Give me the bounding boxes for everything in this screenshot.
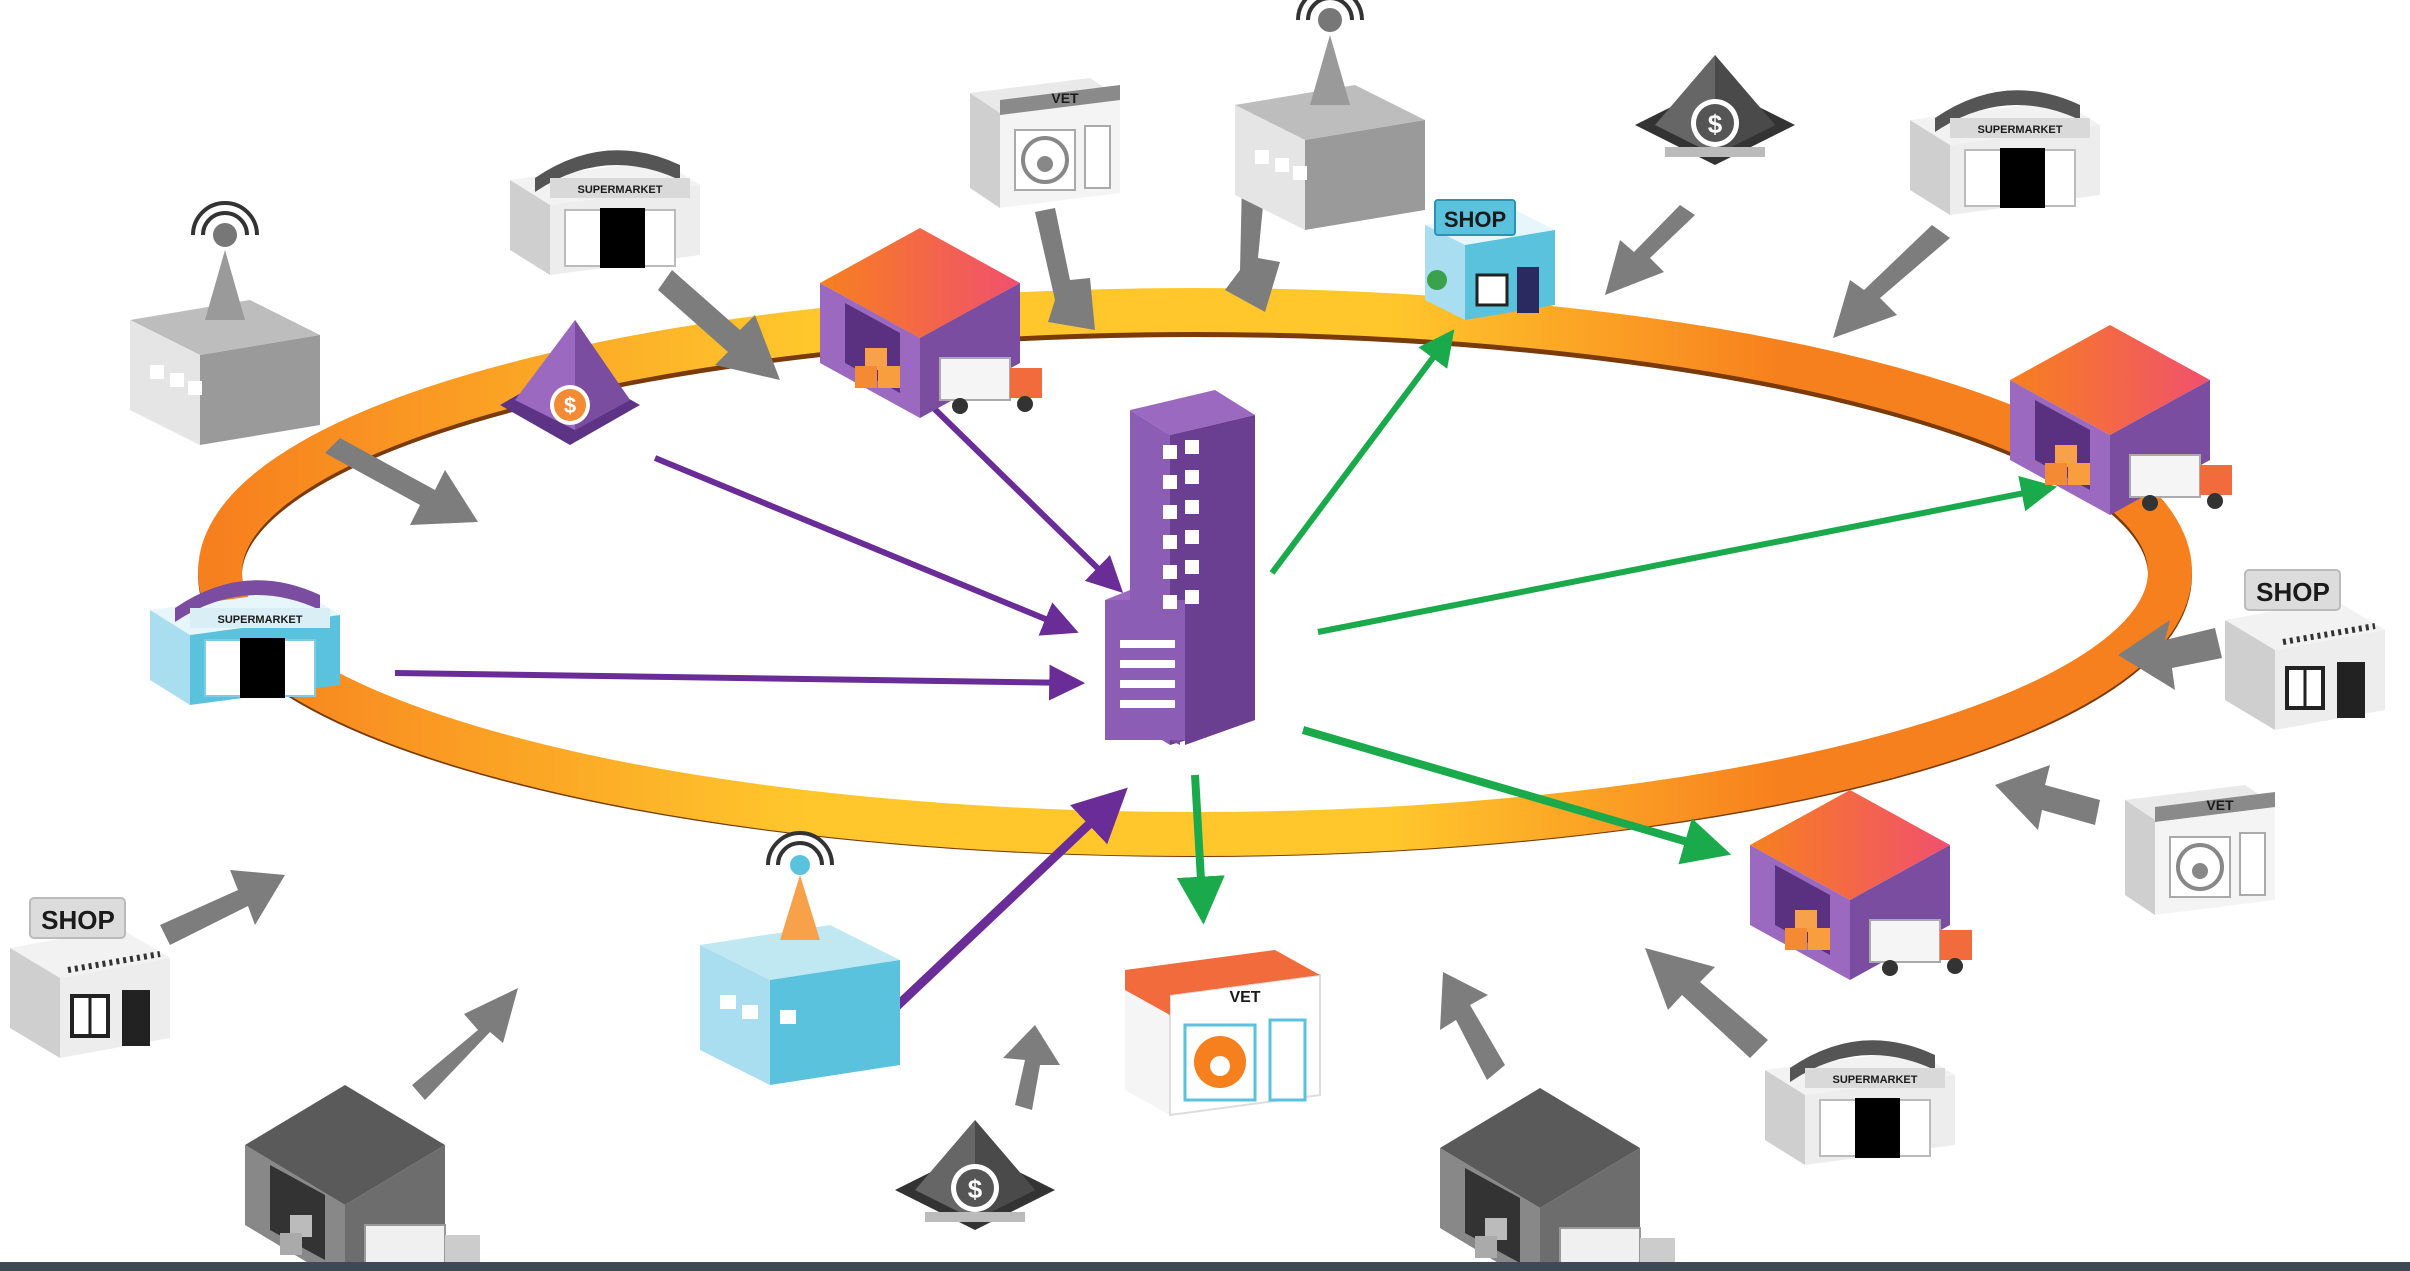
gray-arrow	[1605, 205, 1695, 295]
gray-arrow	[1645, 948, 1768, 1058]
gray-arrow	[160, 870, 285, 945]
bottom-bar	[0, 1262, 2410, 1271]
gray-arrow	[1035, 208, 1095, 330]
supermarket-icon	[1764, 1039, 1956, 1166]
arrow-hub-to-warehouse-right	[1317, 475, 2058, 635]
bank-icon	[1635, 55, 1795, 165]
arrow-antenna-to-hub	[891, 787, 1128, 1012]
arrow-supermarket-to-hub	[394, 664, 1086, 701]
warehouse-icon	[244, 1084, 481, 1271]
inbound-arrows	[394, 382, 1128, 1012]
gray-arrow	[2118, 620, 2222, 690]
gray-arrow	[325, 438, 478, 525]
vet-icon	[968, 76, 1122, 210]
supermarket-icon: SUPERMARKET	[150, 580, 340, 705]
gray-arrow	[1225, 182, 1280, 312]
arrow-bank-to-hub	[653, 455, 1079, 636]
gray-arrow	[412, 988, 518, 1100]
arrow-hub-to-shop	[1269, 329, 1455, 575]
gray-arrow	[1003, 1025, 1060, 1110]
shop-icon: SHOP	[1425, 199, 1555, 320]
warehouse-icon	[1439, 1087, 1676, 1271]
shop-icon	[2225, 570, 2385, 730]
outbound-arrows	[1176, 329, 2058, 925]
bank-icon: $	[500, 320, 640, 445]
arrow-hub-to-vet	[1176, 774, 1225, 925]
svg-text:VET: VET	[1229, 989, 1260, 1006]
bank-icon	[895, 1120, 1055, 1230]
arrow-warehouse-to-hub	[907, 382, 1124, 594]
gray-arrow	[1833, 225, 1950, 338]
outer-arrows	[160, 182, 2222, 1110]
supermarket-icon	[509, 149, 701, 276]
antenna-building-icon	[700, 831, 900, 1085]
svg-text:SUPERMARKET: SUPERMARKET	[218, 614, 303, 626]
svg-text:SHOP: SHOP	[1444, 207, 1506, 232]
shop-icon	[10, 898, 170, 1058]
vet-icon	[2123, 783, 2277, 917]
svg-text:$: $	[564, 393, 576, 418]
vet-icon: VET	[1125, 950, 1321, 1117]
supermarket-icon	[1909, 89, 2101, 216]
gray-arrow	[1995, 765, 2100, 830]
hub-office-tower	[1105, 390, 1255, 745]
gray-arrow	[1440, 972, 1505, 1080]
antenna-building-icon	[128, 201, 322, 447]
gray-arrow	[658, 270, 780, 380]
antenna-building-icon	[1233, 0, 1427, 232]
arrow-hub-to-warehouse-lower	[1301, 726, 1732, 865]
warehouse-icon	[1749, 789, 1973, 981]
warehouse-icon	[819, 227, 1043, 419]
